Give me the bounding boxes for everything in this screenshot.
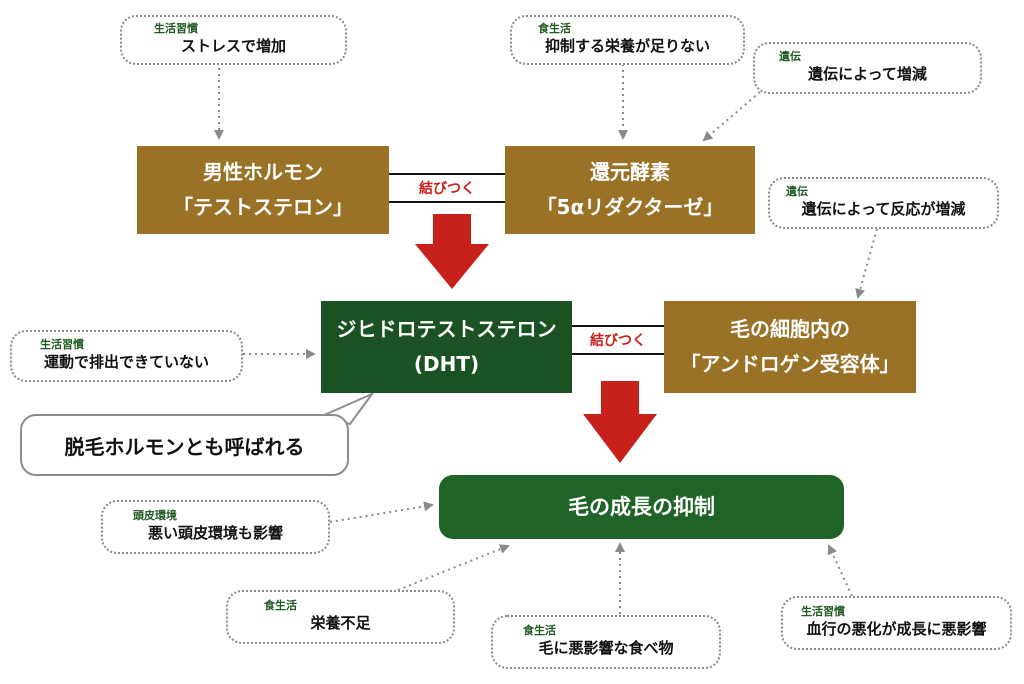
red-arrow-lower [583,381,657,463]
note-exercise: 生活習慣 運動で排出できていない [10,330,243,382]
note-heredity-2-text: 遺伝によって反応が増減 [801,200,966,219]
note-nutrition-enzyme-tag: 食生活 [538,22,571,36]
note-bad-food: 食生活 毛に悪影響な食べ物 [491,615,721,669]
testosterone-label: 男性ホルモン [203,160,323,184]
bubble-text: 脱毛ホルモンとも呼ばれる [64,434,305,459]
reductase-name: 「5αリダクターゼ」 [536,195,724,219]
red-arrow-upper [415,214,489,289]
note-malnutrition-text: 栄養不足 [310,614,371,633]
note-scalp-tag: 頭皮環境 [133,509,177,523]
link-label-top: 結びつく [405,178,489,198]
result-label: 毛の成長の抑制 [568,494,715,519]
note-bad-food-text: 毛に悪影響な食べ物 [538,639,674,658]
note-nutrition-enzyme: 食生活 抑制する栄養が足りない [510,15,745,65]
testosterone-name: 「テストステロン」 [173,195,353,219]
result-box: 毛の成長の抑制 [439,475,844,539]
reductase-label: 還元酵素 [590,160,670,184]
note-exercise-tag: 生活習慣 [40,338,84,352]
note-heredity-2-tag: 遺伝 [786,185,808,199]
note-bad-food-tag: 食生活 [523,624,556,638]
arrow-heredity-to-receptor [855,228,878,299]
receptor-box: 毛の細胞内の 「アンドロゲン受容体」 [664,301,916,393]
note-stress: 生活習慣 ストレスで増加 [120,15,347,65]
arrow-malnutrition-to-result [397,544,510,591]
arrow-heredity-to-reductase [702,91,761,142]
note-blood: 生活習慣 血行の悪化が成長に悪影響 [781,596,1012,650]
receptor-label: 毛の細胞内の [730,317,850,341]
reductase-box: 還元酵素 「5αリダクターゼ」 [505,146,755,234]
testosterone-box: 男性ホルモン 「テストステロン」 [137,146,389,234]
note-scalp: 頭皮環境 悪い頭皮環境も影響 [101,500,330,554]
dht-abbr: (DHT) [413,352,480,376]
dht-box: ジヒドロテストステロン (DHT) [321,301,572,393]
note-heredity-1-tag: 遺伝 [779,50,801,64]
note-nutrition-enzyme-text: 抑制する栄養が足りない [544,37,710,56]
note-heredity-2: 遺伝 遺伝によって反応が増減 [768,177,999,229]
note-blood-tag: 生活習慣 [801,605,845,619]
note-blood-text: 血行の悪化が成長に悪影響 [806,620,987,639]
dht-nickname-bubble: 脱毛ホルモンとも呼ばれる [20,414,349,476]
note-malnutrition: 食生活 栄養不足 [226,590,455,644]
note-exercise-text: 運動で排出できていない [43,353,209,372]
arrow-blood-to-result [827,544,853,597]
note-malnutrition-tag: 食生活 [264,599,297,613]
receptor-name: 「アンドロゲン受容体」 [680,352,900,376]
link-label-middle: 結びつく [576,330,660,350]
dht-label: ジヒドロテストステロン [336,317,557,341]
note-heredity-1-text: 遺伝によって増減 [808,65,927,84]
note-stress-tag: 生活習慣 [154,22,198,36]
note-heredity-1: 遺伝 遺伝によって増減 [753,42,982,94]
note-scalp-text: 悪い頭皮環境も影響 [147,524,283,543]
arrow-scalp-to-result [329,501,434,523]
note-stress-text: ストレスで増加 [180,37,286,56]
